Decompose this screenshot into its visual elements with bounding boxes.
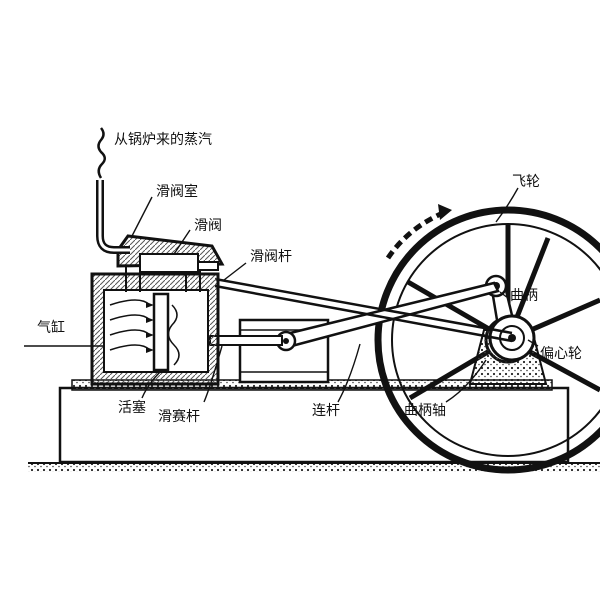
rotation-arrow xyxy=(385,204,452,260)
label-slide-valve: 滑阀 xyxy=(194,218,222,234)
label-connecting-rod: 连杆 xyxy=(312,403,340,419)
label-crankshaft: 曲柄轴 xyxy=(404,403,446,419)
label-valve-chamber: 滑阀室 xyxy=(156,184,198,200)
valve-chest-drawing xyxy=(116,234,225,292)
valve-rod xyxy=(214,277,513,343)
piston xyxy=(152,292,170,372)
label-crank: 曲柄 xyxy=(510,288,538,304)
label-flywheel: 飞轮 xyxy=(512,174,540,190)
label-eccentric: 偏心轮 xyxy=(540,346,582,362)
label-steam-source: 从锅炉来的蒸汽 xyxy=(114,132,212,148)
leader-lines xyxy=(24,187,539,403)
label-valve-rod: 滑阀杆 xyxy=(250,249,292,265)
steam-pipe xyxy=(96,127,130,254)
eccentric-wheel xyxy=(488,314,536,362)
label-piston: 活塞 xyxy=(118,400,146,416)
piston-rod xyxy=(209,335,283,346)
label-cylinder: 气缸 xyxy=(37,320,65,336)
label-piston-rod: 滑赛杆 xyxy=(158,409,200,425)
